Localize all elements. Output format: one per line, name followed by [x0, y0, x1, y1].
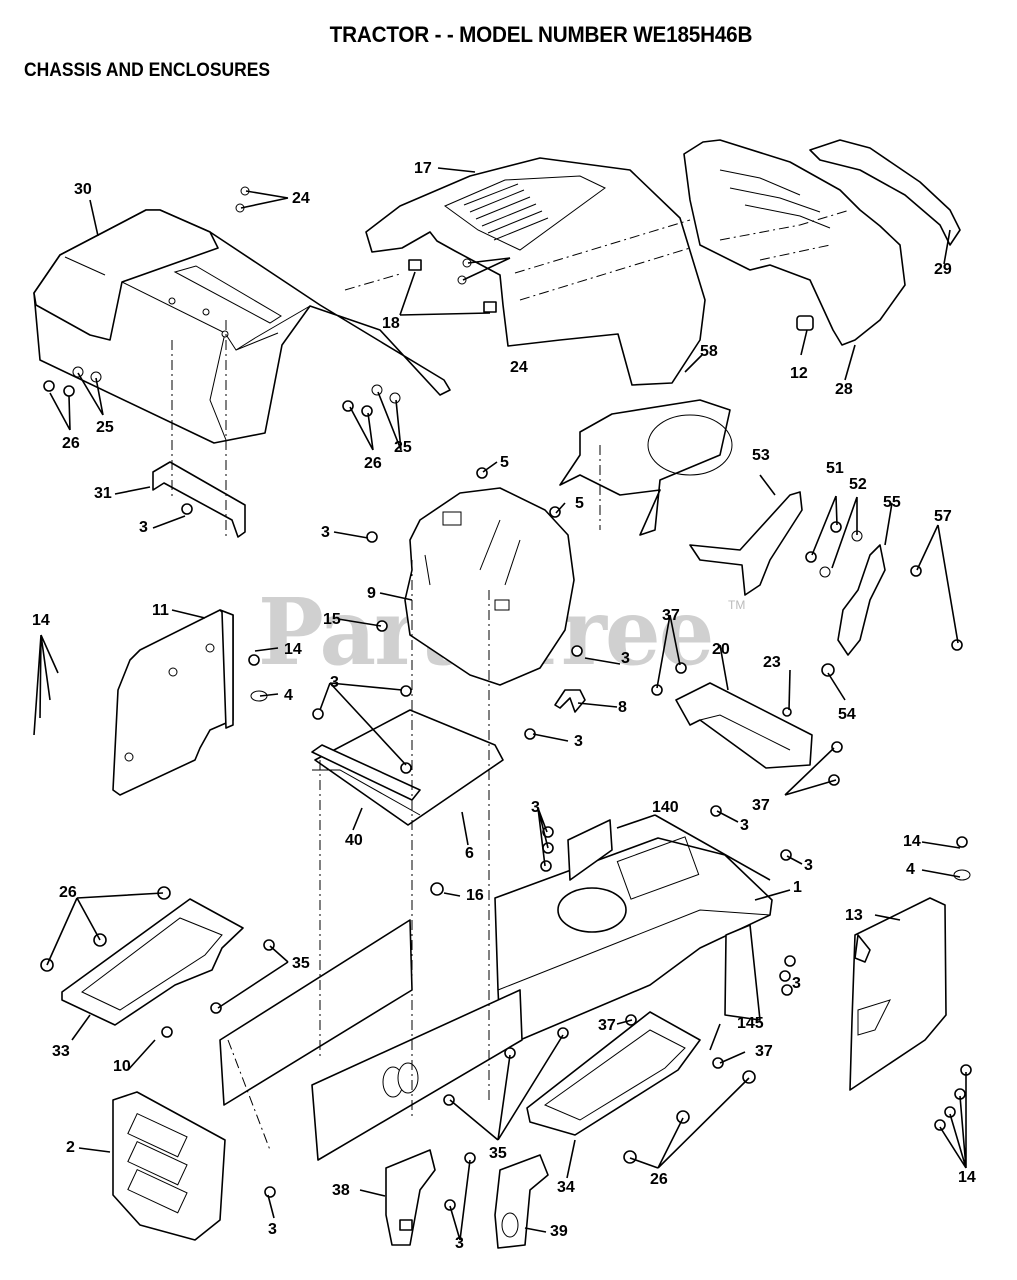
seal-part[interactable] — [311, 744, 421, 801]
callout-40[interactable]: 40 — [345, 832, 363, 849]
clamp-part[interactable] — [554, 689, 586, 713]
shield-part[interactable] — [559, 399, 733, 536]
battery-tray-part[interactable] — [675, 682, 813, 769]
callout-3[interactable]: 3 — [330, 674, 339, 691]
callout-4[interactable]: 4 — [284, 687, 293, 704]
callout-16[interactable]: 16 — [466, 887, 484, 904]
callout-57[interactable]: 57 — [934, 508, 952, 525]
bracket-38-part[interactable] — [385, 1149, 436, 1246]
callout-23[interactable]: 23 — [763, 654, 781, 671]
callout-10[interactable]: 10 — [113, 1058, 131, 1075]
callout-2[interactable]: 2 — [66, 1139, 75, 1156]
footrest-right-part[interactable] — [526, 1011, 701, 1136]
callout-14[interactable]: 14 — [284, 641, 302, 658]
callout-39[interactable]: 39 — [550, 1223, 568, 1240]
bracket-39-part[interactable] — [494, 1154, 549, 1249]
side-rail-right-part[interactable] — [311, 989, 523, 1161]
bracket-140-part[interactable] — [567, 819, 613, 881]
callout-37[interactable]: 37 — [662, 607, 680, 624]
callout-3[interactable]: 3 — [740, 817, 749, 834]
bracket-55-part[interactable] — [837, 544, 886, 656]
callout-34[interactable]: 34 — [557, 1179, 575, 1196]
grille-part[interactable] — [683, 139, 906, 346]
section-title: CHASSIS AND ENCLOSURES — [24, 60, 271, 81]
callout-3[interactable]: 3 — [321, 524, 330, 541]
callout-35[interactable]: 35 — [489, 1145, 507, 1162]
rear-bracket-part[interactable] — [724, 924, 761, 1021]
callout-11[interactable]: 11 — [152, 602, 169, 619]
callout-24[interactable]: 24 — [292, 190, 310, 207]
callout-14[interactable]: 14 — [32, 612, 50, 629]
callout-4[interactable]: 4 — [906, 861, 915, 878]
callout-9[interactable]: 9 — [367, 585, 376, 602]
rear-fender-part[interactable] — [33, 209, 451, 444]
callout-52[interactable]: 52 — [849, 476, 867, 493]
callout-3[interactable]: 3 — [455, 1235, 464, 1252]
callout-38[interactable]: 38 — [332, 1182, 350, 1199]
frame-part[interactable] — [494, 836, 773, 1041]
hood-part[interactable] — [344, 157, 706, 386]
callout-3[interactable]: 3 — [531, 799, 540, 816]
bracket-53-part[interactable] — [689, 491, 803, 596]
callout-3[interactable]: 3 — [268, 1221, 277, 1238]
callout-37[interactable]: 37 — [598, 1017, 616, 1034]
callout-35[interactable]: 35 — [292, 955, 310, 972]
callout-14[interactable]: 14 — [958, 1169, 976, 1186]
dash-panel-part[interactable] — [404, 487, 575, 686]
callout-3[interactable]: 3 — [139, 519, 148, 536]
callout-31[interactable]: 31 — [94, 485, 112, 502]
callout-8[interactable]: 8 — [618, 699, 627, 716]
callout-26[interactable]: 26 — [59, 884, 77, 901]
callout-28[interactable]: 28 — [835, 381, 853, 398]
callout-20[interactable]: 20 — [712, 641, 730, 658]
callout-26[interactable]: 26 — [650, 1171, 668, 1188]
callout-6[interactable]: 6 — [465, 845, 474, 862]
callout-145[interactable]: 145 — [737, 1015, 764, 1032]
fender-bracket-part[interactable] — [152, 461, 246, 538]
callout-58[interactable]: 58 — [700, 343, 718, 360]
callout-5[interactable]: 5 — [575, 495, 584, 512]
callout-55[interactable]: 55 — [883, 494, 901, 511]
leader-lines — [33, 167, 967, 1241]
callout-53[interactable]: 53 — [752, 447, 770, 464]
side-panel-right-part[interactable] — [849, 897, 947, 1091]
callout-26[interactable]: 26 — [364, 455, 382, 472]
callout-12[interactable]: 12 — [790, 365, 808, 382]
callout-26[interactable]: 26 — [62, 435, 80, 452]
callout-37[interactable]: 37 — [755, 1043, 773, 1060]
front-bracket-part[interactable] — [112, 1091, 226, 1241]
callout-15[interactable]: 15 — [323, 611, 341, 628]
callout-3[interactable]: 3 — [574, 733, 583, 750]
watermark-trademark: TM — [728, 598, 746, 612]
headlight-part[interactable] — [796, 315, 814, 331]
callout-25[interactable]: 25 — [96, 419, 114, 436]
callout-3[interactable]: 3 — [621, 650, 630, 667]
callout-29[interactable]: 29 — [934, 261, 952, 278]
footrest-left-part[interactable] — [61, 898, 244, 1026]
callout-54[interactable]: 54 — [838, 706, 856, 723]
callout-140[interactable]: 140 — [652, 799, 679, 816]
callout-51[interactable]: 51 — [826, 460, 844, 477]
callout-17[interactable]: 17 — [414, 160, 432, 177]
side-panel-left-part[interactable] — [112, 609, 234, 796]
callout-24[interactable]: 24 — [510, 359, 528, 376]
callout-1[interactable]: 1 — [793, 879, 802, 896]
diagram-title: TRACTOR - - MODEL NUMBER WE185H46B — [329, 22, 753, 47]
callout-30[interactable]: 30 — [74, 181, 92, 198]
callout-3[interactable]: 3 — [804, 857, 813, 874]
callout-18[interactable]: 18 — [382, 315, 400, 332]
callout-33[interactable]: 33 — [52, 1043, 70, 1060]
callout-13[interactable]: 13 — [845, 907, 863, 924]
callout-37[interactable]: 37 — [752, 797, 770, 814]
callout-14[interactable]: 14 — [903, 833, 921, 850]
callout-5[interactable]: 5 — [500, 454, 509, 471]
callout-25[interactable]: 25 — [394, 439, 412, 456]
alignment-lines — [171, 320, 601, 1151]
callout-3[interactable]: 3 — [792, 975, 801, 992]
grille-insert-part[interactable] — [809, 139, 961, 246]
